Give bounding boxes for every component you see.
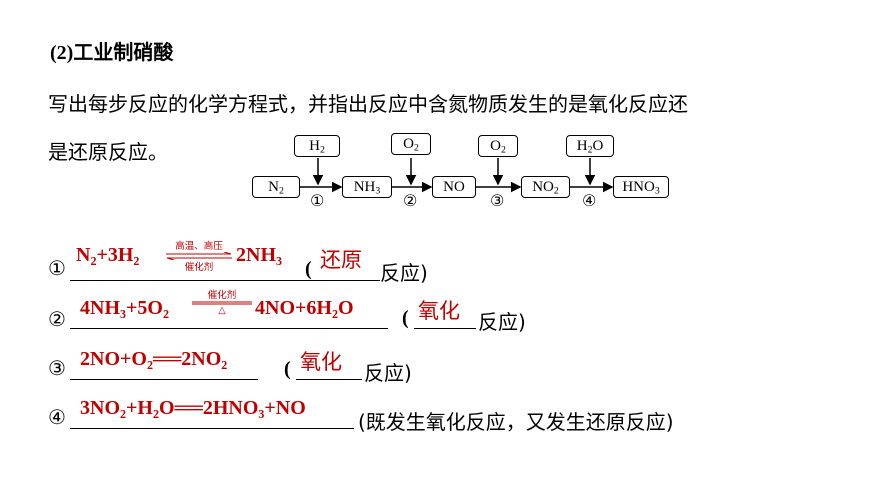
section-title: 工业制硝酸 (73, 40, 174, 64)
chain-no2-box: NO2 (521, 176, 570, 198)
equation-right: 2NH₃ (236, 244, 282, 266)
equation: 2NO+O₂══2NO₂ (80, 348, 228, 370)
reversible-arrow (166, 252, 232, 260)
reaction-type-blank (414, 328, 476, 329)
condition-bottom: 催化剂 (184, 262, 214, 273)
chain-nh3-box: NH3 (342, 176, 392, 198)
flow-arrows (299, 158, 614, 193)
chain-n2-box: N2 (252, 176, 300, 198)
answer-row-2: ② 4NH₃+5O₂ 催化剂 △ 4NO+6H₂O ( 氧化 反应) (48, 290, 808, 335)
answer-blank-line (70, 379, 258, 380)
reaction-suffix: 反应) (364, 361, 412, 385)
step-label-1: ① (310, 191, 325, 210)
answer-row-1: ① N₂+3H₂ 高温、高压 催化剂 2NH₃ ( 还原 反应) (48, 241, 808, 285)
answer-row-4: ④ 3NO₂+H₂O══2HNO₃+NO (既发生氧化反应，又发生还原反应) (48, 393, 828, 434)
reaction-type-answer: 氧化 (418, 299, 460, 323)
step-label-4: ④ (582, 191, 597, 210)
reaction-type-blank (296, 379, 362, 380)
reaction-type-blank (318, 280, 380, 281)
equation-left: 4NH₃+5O₂ (80, 297, 169, 319)
reaction-type-answer: 还原 (320, 248, 362, 272)
answer-blank-line (70, 428, 354, 429)
reaction-suffix: 反应) (478, 310, 526, 334)
reactant-o2-box-2: O2 (478, 135, 518, 157)
reaction-note: (既发生氧化反应，又发生还原反应) (358, 410, 674, 434)
instruction-line-2: 是还原反应。 (48, 140, 168, 164)
section-number: (2) (50, 42, 74, 64)
open-paren: ( (402, 307, 409, 329)
step-label-2: ② (403, 191, 418, 210)
chain-hno3-box: HNO3 (613, 176, 669, 198)
reactant-o2-box-1: O2 (391, 133, 431, 155)
reaction-arrow-line (192, 301, 252, 305)
equation-left: N₂+3H₂ (76, 244, 140, 266)
chain-no-box: NO (432, 176, 476, 198)
reaction-type-answer: 氧化 (300, 350, 342, 374)
reactant-h2o-box: H2O (566, 135, 614, 157)
row-number: ② (48, 307, 66, 331)
open-paren: ( (305, 258, 312, 280)
row-number: ④ (48, 405, 66, 429)
equation: 3NO₂+H₂O══2HNO₃+NO (80, 397, 306, 419)
open-paren: ( (284, 358, 291, 380)
condition-top: 高温、高压 (175, 241, 223, 252)
reactant-h2-box: H2 (294, 135, 340, 157)
step-label-3: ③ (490, 191, 505, 210)
section-heading: (2)工业制硝酸 (50, 36, 173, 65)
answer-blank-line (70, 280, 342, 281)
condition-top: 催化剂 (207, 290, 237, 301)
instruction-line-1: 写出每步反应的化学方程式，并指出反应中含氮物质发生的是氧化反应还 (48, 92, 688, 116)
row-number: ③ (48, 356, 66, 380)
condition-bottom: △ (218, 305, 226, 316)
equation-right: 4NO+6H₂O (255, 297, 354, 319)
answer-blank-line (70, 328, 388, 329)
reaction-suffix: 反应) (380, 261, 428, 285)
answer-row-3: ③ 2NO+O₂══2NO₂ ( 氧化 反应) (48, 344, 808, 385)
row-number: ① (48, 256, 66, 280)
